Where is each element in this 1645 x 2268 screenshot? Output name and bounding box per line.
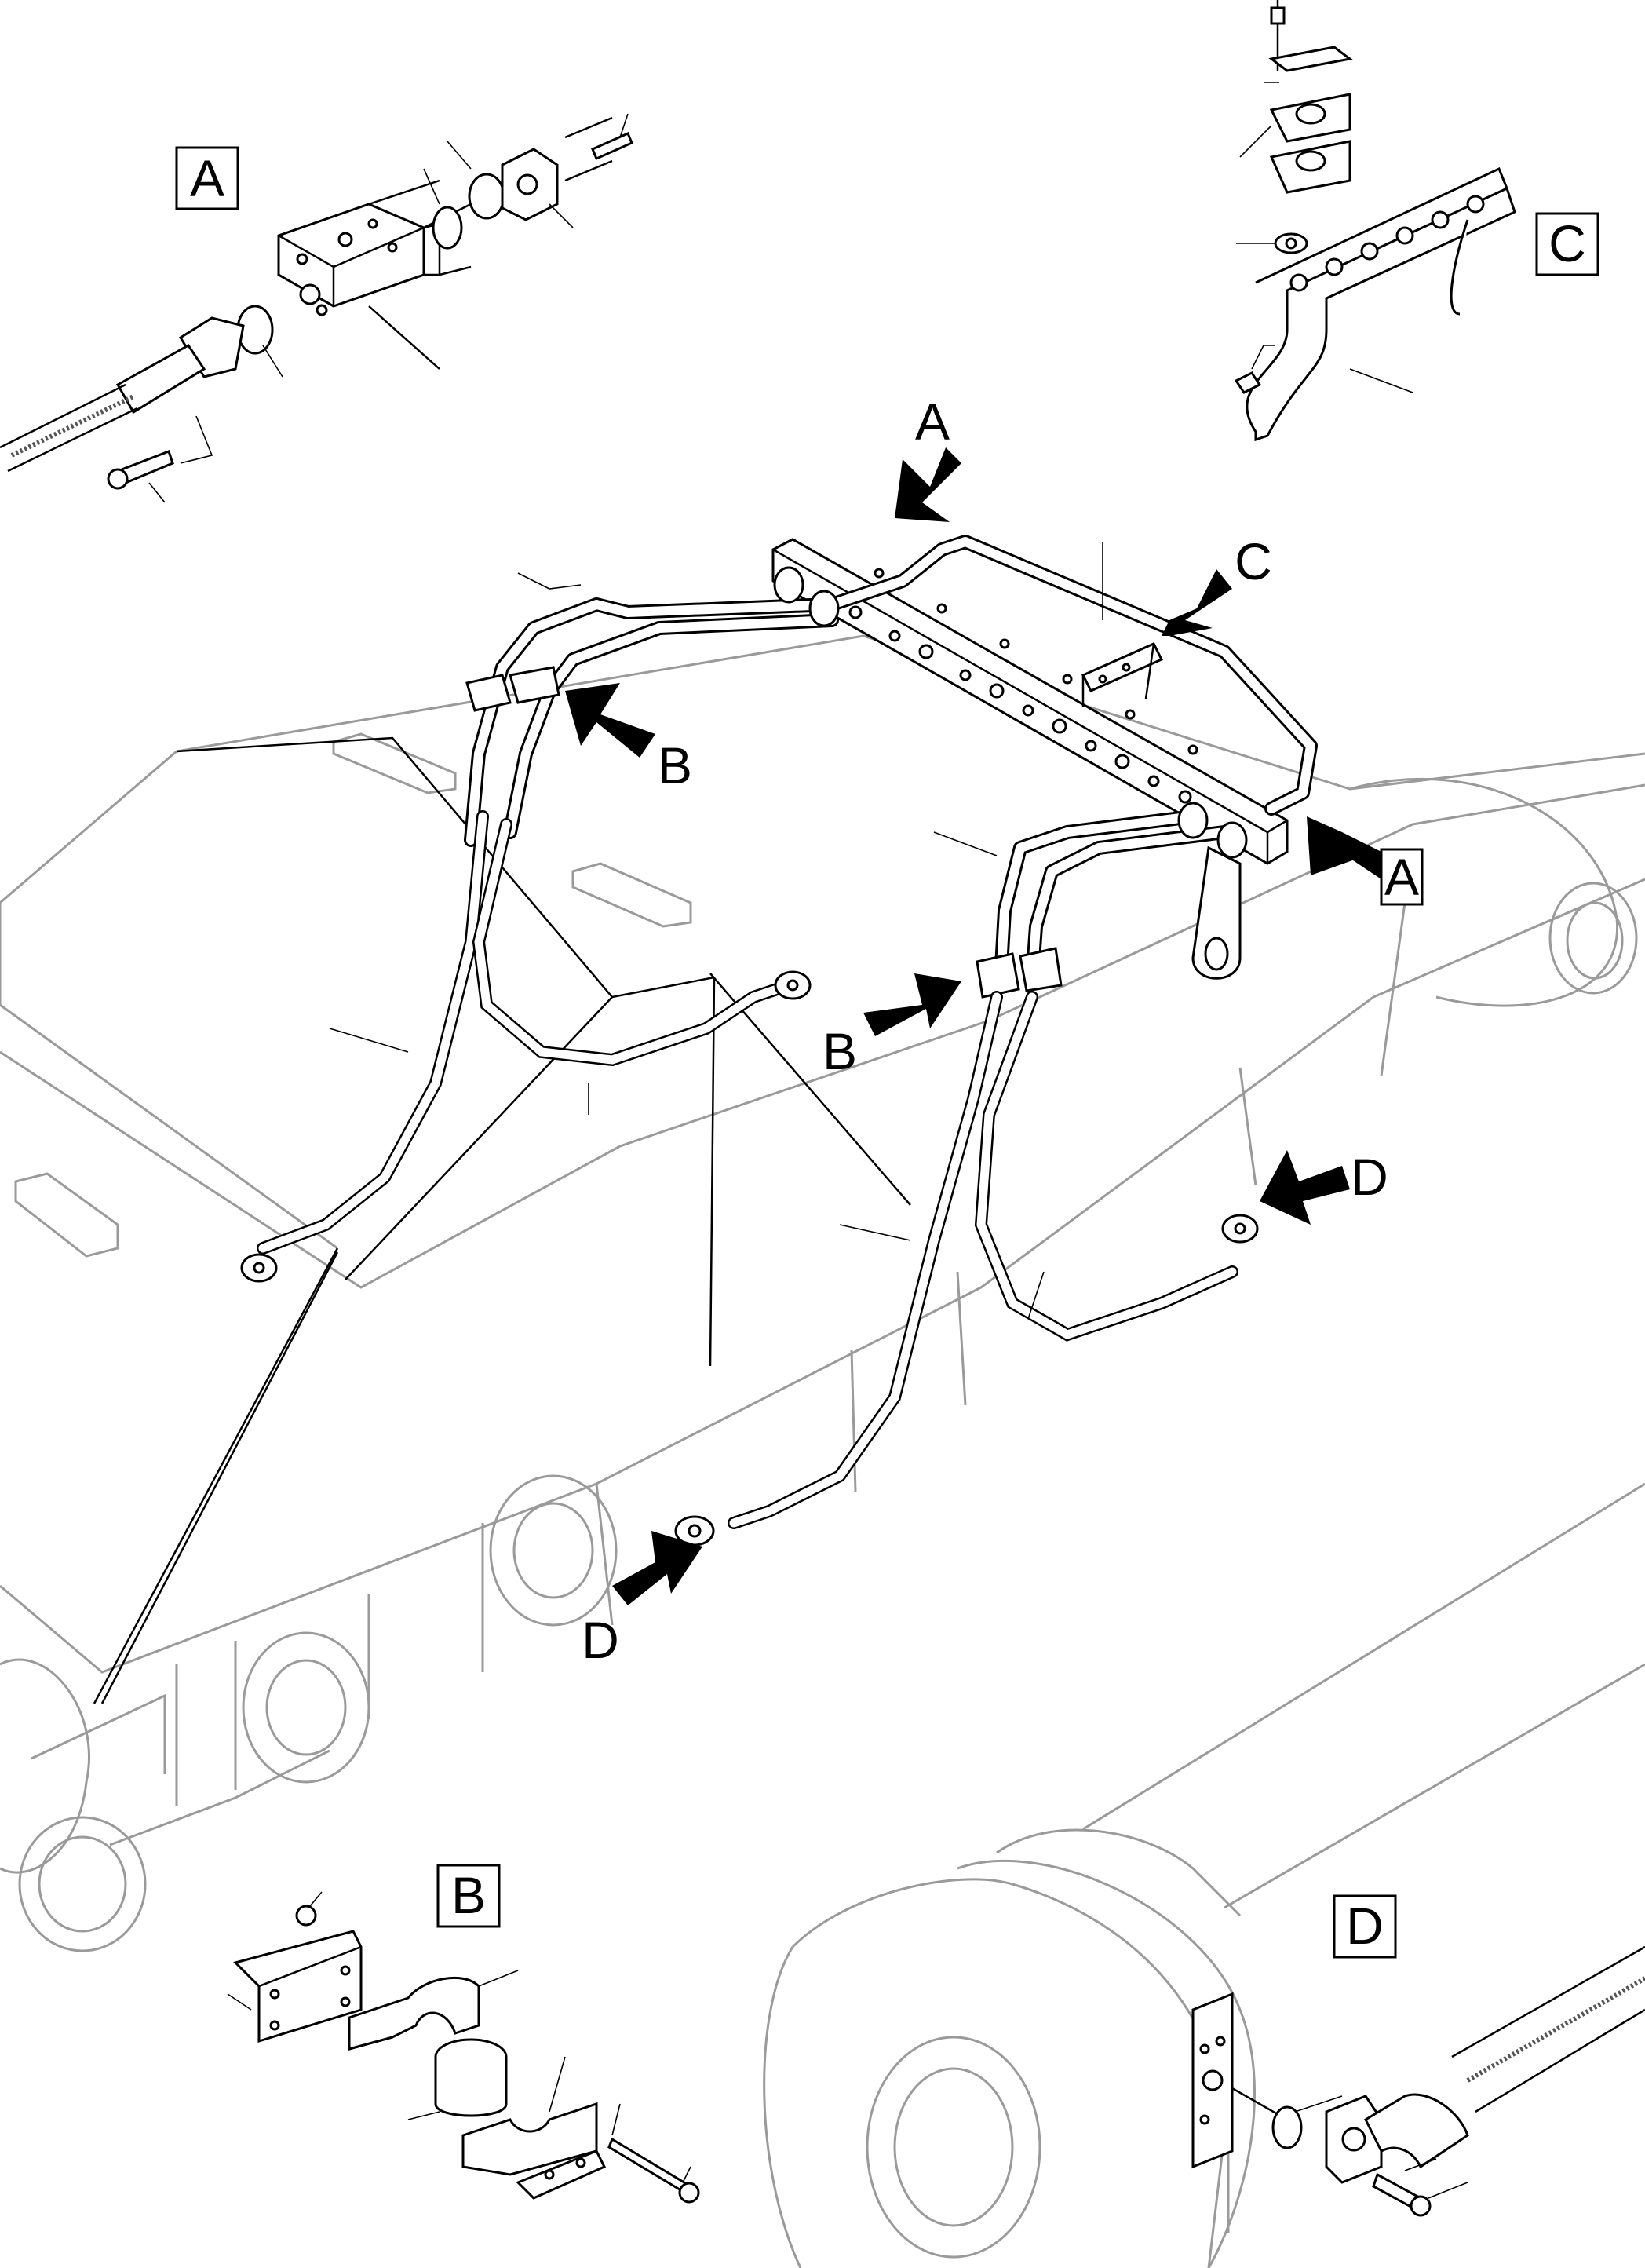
arrow-icon	[1260, 1150, 1350, 1225]
arrow-icon	[1307, 816, 1389, 879]
arrow-icon	[863, 973, 961, 1036]
detail-a-label: A	[190, 149, 224, 207]
detail-b-label-box: B	[436, 1864, 501, 1928]
arrow-icon	[895, 447, 961, 522]
callout-c-label: C	[1235, 532, 1272, 590]
manifold-flanges	[773, 566, 1248, 859]
flexible-hoses	[257, 810, 1238, 1529]
callout-arrow-d-right: D	[1260, 1148, 1388, 1225]
callout-d-left-label: D	[582, 1611, 619, 1669]
arrow-icon	[1162, 569, 1232, 636]
boom-eye-plate	[1191, 845, 1242, 980]
callout-arrow-b-upper: B	[565, 683, 692, 794]
detail-d-label-box: D	[1333, 1894, 1397, 1959]
arrow-icon	[565, 683, 655, 758]
pipe-clamps-lower	[976, 947, 1063, 999]
callout-arrow-b-lower: B	[822, 973, 961, 1080]
rigid-pipes	[464, 535, 1318, 988]
manifold-support-bracket	[1081, 642, 1164, 707]
detail-c-exploded-view	[1234, 0, 1516, 442]
callout-arrow-c: C	[1162, 532, 1272, 636]
callout-arrow-a-top: A	[895, 393, 961, 522]
callout-b-upper-label: B	[658, 736, 692, 794]
boom-outline	[0, 634, 1645, 1952]
detail-c-label-box: C	[1535, 212, 1599, 276]
callout-b-lower-label: B	[822, 1022, 857, 1080]
detail-b-exploded-view	[227, 1891, 700, 2204]
manifold-bar	[771, 538, 1289, 865]
manifold-ports	[848, 568, 1198, 804]
detail-a-label-box: A	[175, 146, 239, 210]
detail-c-label: C	[1548, 214, 1586, 272]
main-leaders	[329, 542, 1103, 1320]
callout-arrow-d-left: D	[582, 1531, 702, 1669]
boom-face-lines	[93, 736, 911, 1704]
callout-arrow-a-right: A	[1307, 816, 1424, 906]
detail-d-label: D	[1346, 1897, 1384, 1955]
pipe-clamps-upper	[465, 666, 560, 712]
callout-d-right-label: D	[1351, 1148, 1388, 1206]
detail-b-label: B	[451, 1866, 486, 1924]
arrow-icon	[612, 1531, 702, 1605]
detail-d-exploded-view	[1191, 1945, 1645, 2217]
hose-end-flanges	[240, 970, 1259, 1547]
detail-a-exploded-view	[0, 113, 633, 503]
callout-a-right-label: A	[1384, 848, 1419, 906]
callout-a-top-label: A	[915, 393, 950, 451]
